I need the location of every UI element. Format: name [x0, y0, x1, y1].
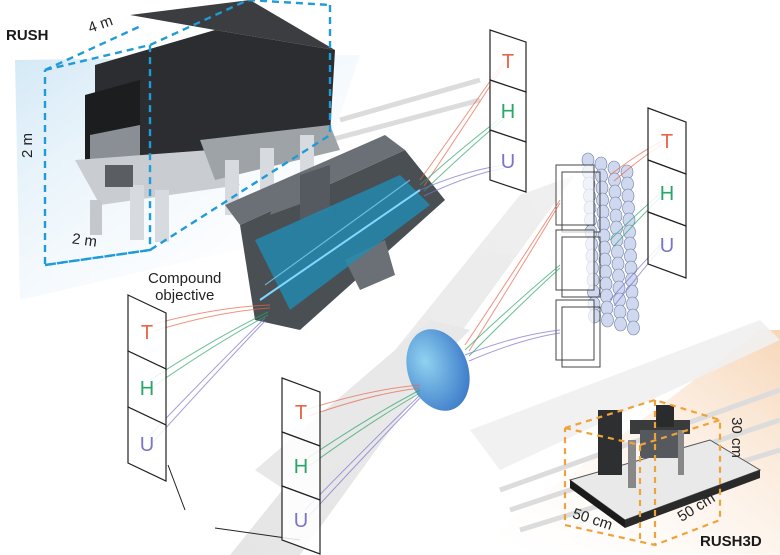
panel-frame: [489, 129, 527, 193]
compound-objective-label: Compound objective: [148, 270, 221, 304]
ray-11: [464, 329, 561, 356]
ray-b-10: [468, 267, 561, 357]
panel-letter-u: U: [660, 235, 674, 257]
panel-frame: [281, 485, 321, 555]
panel-stack-center: T H U: [281, 377, 321, 555]
sub-image-stack: [555, 164, 601, 368]
panel-letter-u: U: [294, 510, 308, 532]
ray-10: [464, 264, 561, 351]
panel-letter-t: T: [661, 131, 673, 153]
panel-letter-t: T: [141, 322, 153, 344]
compound-label-line1: Compound: [148, 270, 222, 287]
panel-letter-t: T: [295, 402, 307, 424]
panel-stack-left: T H U: [127, 294, 167, 482]
rush3d-dimension-box: [563, 398, 722, 547]
rush-title: RUSH: [6, 27, 49, 44]
panel-stack-right: T H U: [647, 107, 687, 279]
ray-b-1: [153, 314, 269, 387]
panel-letter-u: U: [501, 151, 515, 173]
optical-rays: [149, 59, 666, 517]
ray-b-0: [153, 307, 271, 332]
panel-letter-t: T: [502, 51, 514, 73]
panel-frame: [647, 211, 687, 279]
panel-letter-h: H: [140, 378, 154, 400]
microlens: [627, 320, 640, 336]
ray-b-9: [468, 202, 561, 352]
panel-letter-h: H: [294, 456, 308, 478]
panel-frame: [127, 406, 167, 482]
lens: [406, 329, 470, 411]
rush3d-title: RUSH3D: [700, 533, 762, 550]
rush3d-system-machine: [568, 405, 762, 528]
ray-b-3: [308, 387, 421, 417]
rush-width-label: 2 m: [70, 230, 99, 251]
ray-b-2: [153, 320, 266, 442]
rush3d-height-label: 30 cm: [727, 417, 745, 458]
ray-b-5: [308, 397, 421, 517]
panel-letter-u: U: [140, 434, 154, 456]
compound-objective: [225, 135, 445, 330]
rush-height-label: 2 m: [19, 132, 37, 159]
panel-letter-h: H: [660, 183, 674, 205]
microlens: [601, 312, 614, 328]
microlens: [614, 316, 627, 332]
ray-9: [464, 199, 561, 346]
rush-dimension-box: [43, 0, 332, 267]
ray-b-11: [468, 332, 561, 362]
panel-stack-top: T H U: [489, 29, 527, 193]
panel-letter-h: H: [501, 101, 515, 123]
compound-label-line2: objective: [155, 287, 215, 304]
ray-b-4: [308, 392, 421, 467]
rush-system-machine: [75, 0, 340, 242]
